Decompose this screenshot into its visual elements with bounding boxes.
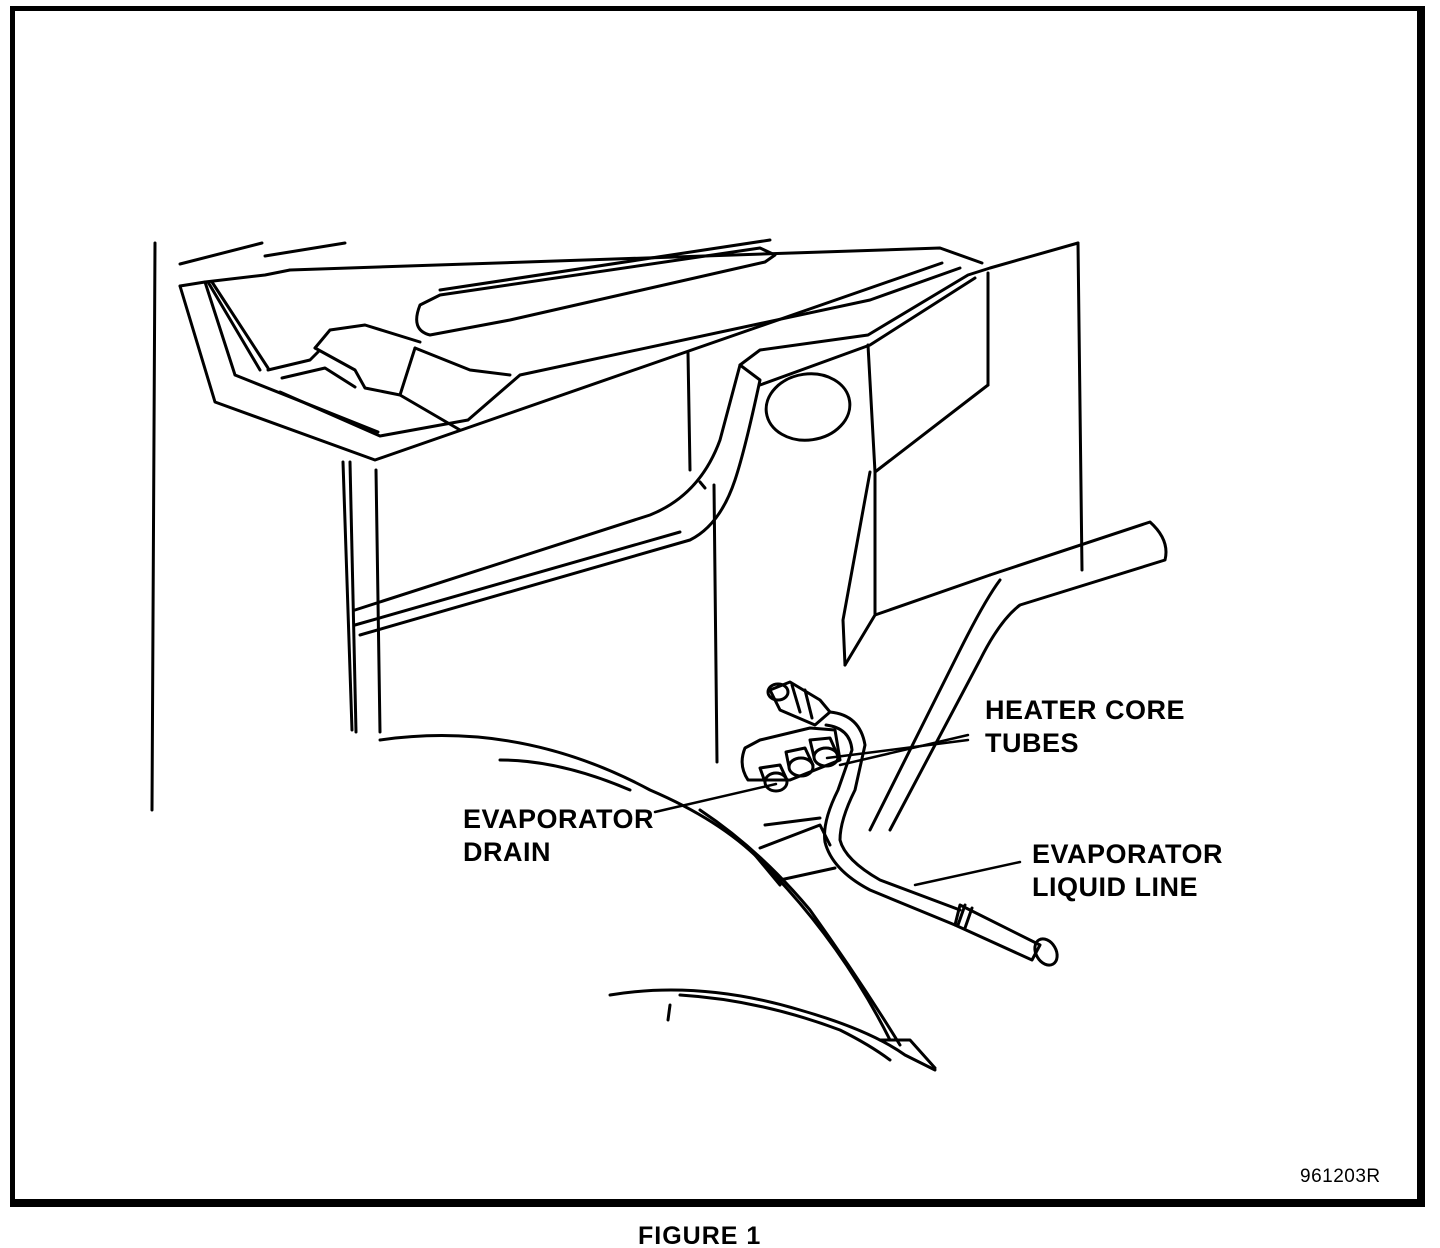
reference-code: 961203R <box>1300 1166 1381 1187</box>
wheelhouse-bottom-inner <box>666 993 892 1062</box>
bent-rail-inner <box>353 530 682 627</box>
cross-member-upper <box>758 823 832 850</box>
wheelhouse-top-arc <box>378 734 892 1042</box>
cowl-top-edge <box>203 268 292 284</box>
fitting-nut-hex <box>790 683 814 720</box>
raised-box-base-2 <box>398 393 462 432</box>
cross-member-lower <box>778 866 837 882</box>
raised-box-inner <box>413 346 512 377</box>
raised-box-side <box>280 366 357 389</box>
cowl-inner-line-2 <box>210 280 270 370</box>
wheelhouse-top-arc-inner <box>498 758 632 792</box>
heater-tube-2-body <box>784 746 815 769</box>
left-panel-second <box>374 468 382 734</box>
cowl-outer-edge <box>178 261 944 462</box>
rail-notch <box>698 480 707 490</box>
top-left-short-line <box>178 241 264 266</box>
firewall-notch <box>841 470 872 667</box>
liquid-line-inner <box>823 723 957 927</box>
evaporator-drain-label-line2: DRAIN <box>463 837 551 867</box>
bent-rail-upper <box>353 363 762 637</box>
raised-box-base <box>278 266 962 438</box>
leader-evaporator-drain <box>653 782 778 814</box>
figure-frame <box>10 6 1425 1207</box>
wheelhouse-arc-2 <box>698 808 902 1047</box>
fitting-bracket <box>740 726 842 782</box>
oval-port <box>764 372 852 442</box>
heater-core-label-line1: HEATER CORE <box>985 695 1186 725</box>
wheelhouse-flap <box>878 1038 937 1070</box>
cross-member-edge <box>763 816 822 827</box>
fitting-nut <box>768 680 832 727</box>
firewall-right-edge <box>1076 241 1084 572</box>
evaporator-liquid-label-line2: LIQUID LINE <box>1032 872 1198 902</box>
center-divider-low <box>712 483 719 764</box>
firewall-divider <box>866 343 877 474</box>
fitting-cap <box>766 682 790 702</box>
cowl-front-lip <box>178 280 380 434</box>
left-panel-inner <box>348 460 358 734</box>
wheelhouse-bottom <box>608 988 937 1072</box>
firewall-notch-2 <box>873 470 992 617</box>
raised-box-front <box>313 346 417 397</box>
oblong-recess <box>415 246 777 337</box>
cowl-back-edge <box>288 246 984 272</box>
cowl-top-line <box>438 238 772 292</box>
figure-caption: FIGURE 1 <box>638 1222 762 1248</box>
leader-heater-core-2 <box>825 738 970 760</box>
cross-member-side <box>753 853 782 887</box>
heater-tube-1-body <box>808 736 840 759</box>
heater-core-tubes-label: HEATER CORE TUBES <box>985 694 1185 760</box>
liquid-line-fitting-ribs <box>956 903 974 930</box>
left-edge-line <box>150 241 157 812</box>
center-divider <box>686 351 692 472</box>
firewall-top <box>738 241 1080 367</box>
firewall-notch-3 <box>843 613 877 667</box>
liquid-line-fitting <box>953 903 1042 962</box>
liquid-line-end-cap <box>1033 937 1059 967</box>
evaporator-liquid-line-label: EVAPORATOR LIQUID LINE <box>1032 838 1223 904</box>
firewall-diag <box>873 383 990 474</box>
raised-box-left <box>313 323 422 350</box>
fender-upper-outer <box>888 520 1168 832</box>
top-left-line-2 <box>263 241 347 258</box>
liquid-line-outer <box>828 710 962 912</box>
heater-core-label-line2: TUBES <box>985 728 1080 758</box>
leader-heater-core <box>838 733 970 767</box>
left-panel-outer <box>341 460 354 732</box>
evaporator-drain-label-line1: EVAPORATOR <box>463 804 655 834</box>
fender-upper-inner <box>868 578 1002 832</box>
evaporator-liquid-label-line1: EVAPORATOR <box>1032 839 1224 869</box>
firewall-top-inner <box>758 276 977 387</box>
cowl-inner-line <box>206 280 262 372</box>
drain-tube-body <box>758 763 789 784</box>
evaporator-drain-label: EVAPORATOR DRAIN <box>463 803 654 869</box>
raised-box-bottom <box>266 350 320 372</box>
leader-liquid-line <box>913 860 1022 887</box>
